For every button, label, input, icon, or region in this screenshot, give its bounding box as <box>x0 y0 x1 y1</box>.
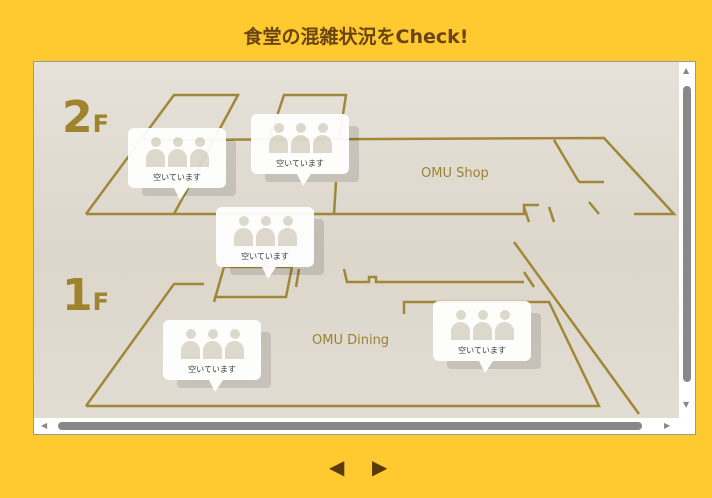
scroll-up-icon[interactable]: ▲ <box>683 66 690 75</box>
people-icon <box>146 137 209 167</box>
congestion-bubble[interactable]: 空いています <box>163 320 261 392</box>
status-text: 空いています <box>188 365 236 374</box>
vertical-scroll-thumb[interactable] <box>683 86 691 382</box>
people-icon <box>451 310 514 340</box>
floor-label-2f: 2F <box>62 92 109 143</box>
prev-button[interactable]: ◀ <box>329 455 345 479</box>
congestion-bubble[interactable]: 空いています <box>128 128 226 200</box>
vertical-scrollbar[interactable]: ▲ ▼ <box>679 62 695 418</box>
people-icon <box>181 329 244 359</box>
congestion-bubble[interactable]: 空いています <box>433 301 531 373</box>
map-viewport: 2F 1F OMU Shop OMU Dining 空いています 空いています … <box>33 61 696 435</box>
horizontal-scroll-thumb[interactable] <box>58 422 642 430</box>
room-label-omu-dining[interactable]: OMU Dining <box>312 333 390 348</box>
horizontal-scrollbar[interactable]: ◀ ▶ <box>34 418 695 434</box>
status-text: 空いています <box>153 173 201 182</box>
floor-number: 2 <box>62 92 93 143</box>
floor-number: 1 <box>62 270 93 321</box>
congestion-bubble[interactable]: 空いています <box>216 207 314 279</box>
floor-suffix: F <box>92 110 110 138</box>
status-text: 空いています <box>276 159 324 168</box>
page-title: 食堂の混雑状況をCheck! <box>243 26 469 48</box>
congestion-bubble[interactable]: 空いています <box>251 114 349 186</box>
scroll-down-icon[interactable]: ▼ <box>683 400 690 409</box>
next-button[interactable]: ▶ <box>372 455 388 479</box>
floor-suffix: F <box>92 288 110 316</box>
floor-map[interactable]: 2F 1F OMU Shop OMU Dining 空いています 空いています … <box>34 62 679 418</box>
room-label-omu-shop[interactable]: OMU Shop <box>421 166 489 181</box>
floor-label-1f: 1F <box>62 270 109 321</box>
floor-plan-lines <box>84 93 677 415</box>
scroll-left-icon[interactable]: ◀ <box>41 421 48 430</box>
scroll-right-icon[interactable]: ▶ <box>664 421 671 430</box>
people-icon <box>234 216 297 246</box>
status-text: 空いています <box>458 346 506 355</box>
status-text: 空いています <box>241 252 289 261</box>
people-icon <box>269 123 332 153</box>
